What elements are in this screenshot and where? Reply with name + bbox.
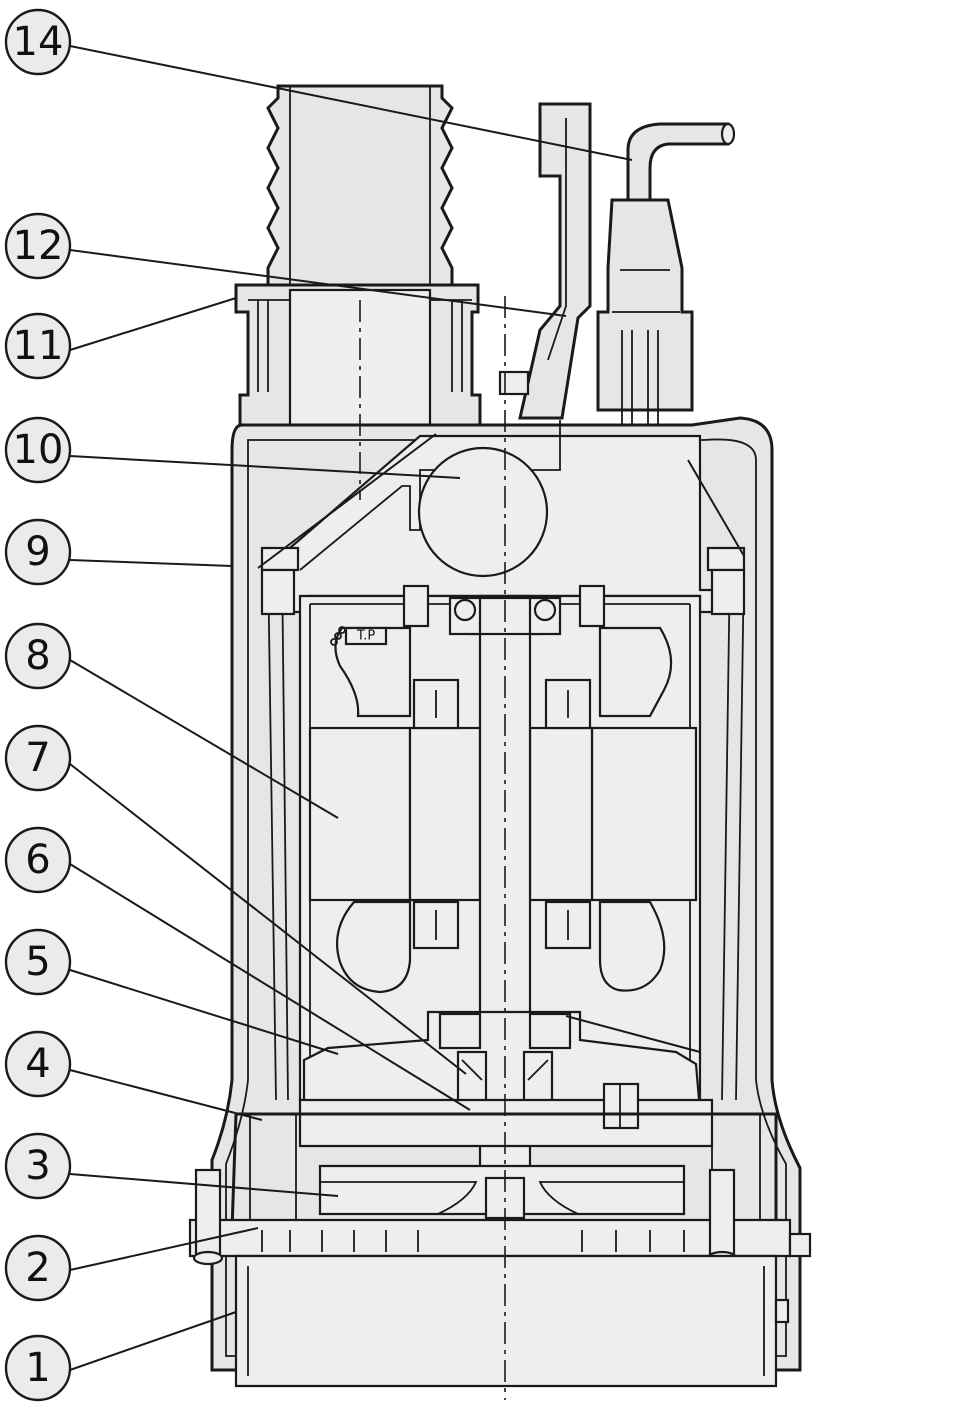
callout-5: 5 [4,928,72,996]
callout-7: 7 [4,724,72,792]
callout-1: 1 [4,1334,72,1402]
svg-text:11: 11 [13,323,64,369]
callout-8: 8 [4,622,72,690]
svg-text:6: 6 [25,837,50,883]
upper-bearing [402,584,606,636]
callout-14: 14 [4,8,72,76]
callout-11: 11 [4,312,72,380]
svg-text:12: 12 [13,223,64,269]
stator [308,726,412,902]
svg-text:8: 8 [25,633,50,679]
upper-cover [262,420,738,614]
svg-text:1: 1 [25,1345,50,1391]
handle [498,102,592,420]
svg-text:4: 4 [25,1041,50,1087]
svg-text:5: 5 [25,939,50,985]
svg-text:14: 14 [13,19,64,65]
bearing-housing [302,1010,702,1114]
svg-text:10: 10 [13,427,64,473]
leader-lines [69,45,745,1371]
svg-text:9: 9 [25,529,50,575]
svg-text:2: 2 [25,1245,50,1291]
callout-6: 6 [4,826,72,894]
callout-2: 2 [4,1234,72,1302]
impeller [318,1164,686,1220]
thermal-protector-label: T.P [356,629,376,644]
callout-4: 4 [4,1030,72,1098]
discharge-flange [234,283,482,427]
discharge-outlet [266,84,454,287]
svg-text:7: 7 [25,735,50,781]
callout-9: 9 [4,518,72,586]
svg-text:3: 3 [25,1143,50,1189]
tie-bolts [260,546,746,1101]
callout-3: 3 [4,1132,72,1200]
callout-12: 12 [4,212,72,280]
callout-10: 10 [4,416,72,484]
strainer-stand [234,1232,812,1388]
mechanical-seal-chamber [417,446,549,578]
